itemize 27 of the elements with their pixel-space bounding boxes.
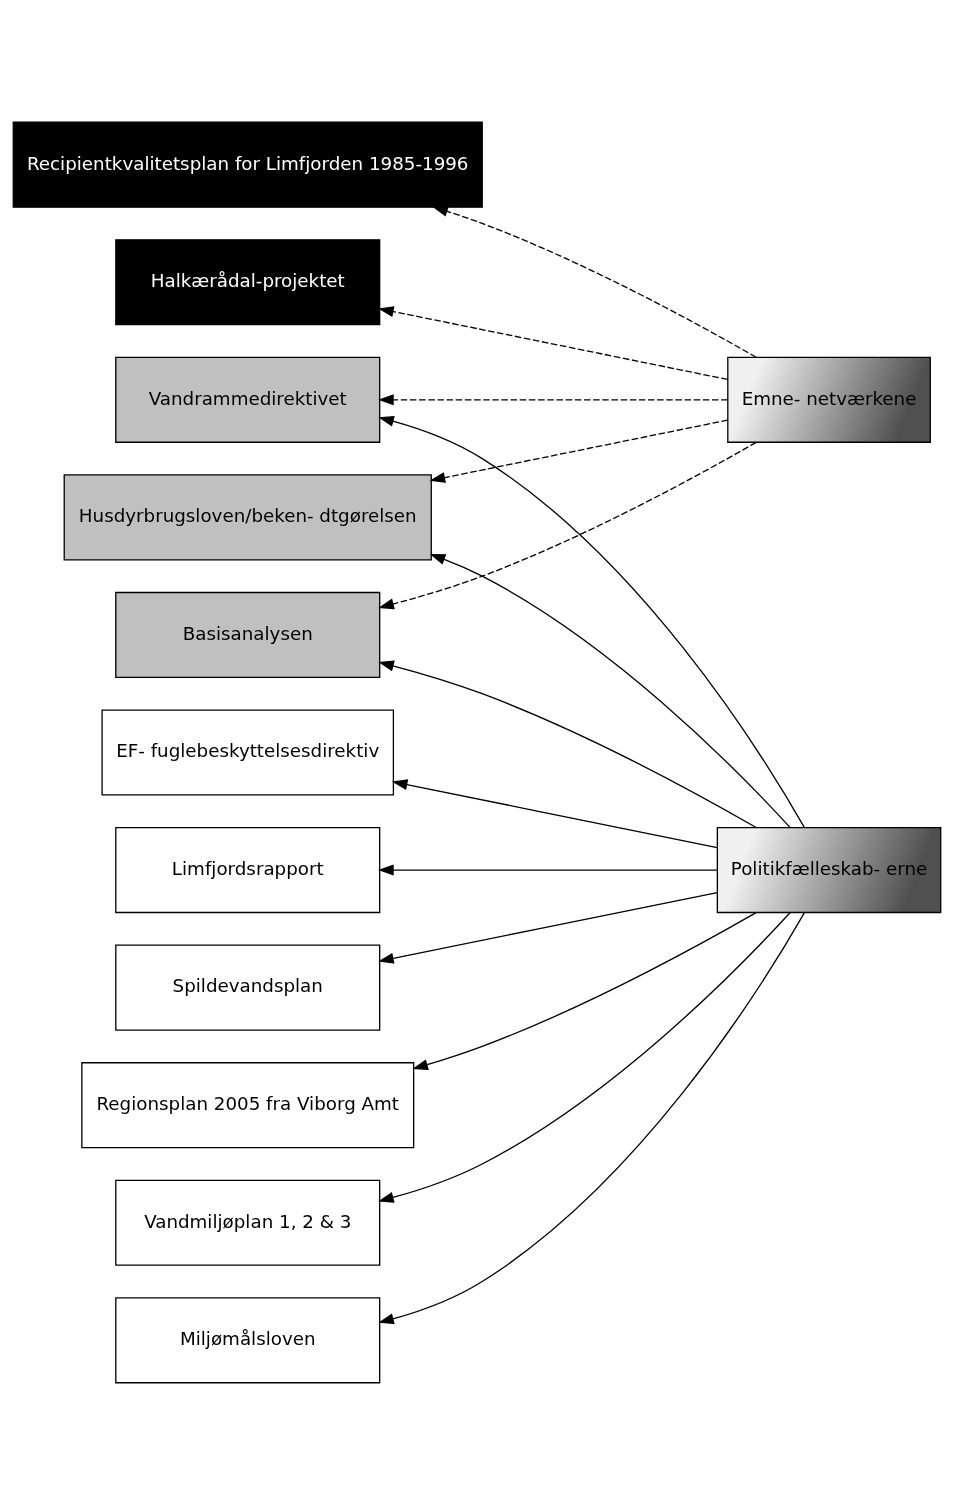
node-box: EF- fuglebeskyttelsesdirektiv	[101, 708, 395, 796]
arrow	[412, 911, 757, 1070]
arrow	[429, 553, 791, 828]
arrow	[432, 205, 757, 358]
node-box: Basisanalysen	[115, 591, 381, 678]
arrow	[391, 778, 718, 848]
node-box: Emne- netværkene	[727, 356, 931, 443]
node-box: Miljømålsloven	[115, 1296, 381, 1383]
node-box: Husdyrbrugsloven/beken- dtgørelsen	[63, 473, 432, 560]
node-box: Halkærådal-projektet	[115, 238, 381, 325]
arrow	[378, 911, 806, 1324]
node-box: Vandrammedirektivet	[115, 356, 381, 443]
arrow	[378, 660, 757, 828]
arrow	[429, 419, 729, 483]
arrow	[378, 911, 791, 1203]
arrow	[378, 415, 806, 828]
arrow	[378, 891, 718, 964]
arrow	[378, 393, 729, 405]
arrow	[378, 441, 757, 609]
node-box: Vandmiljøplan 1, 2 & 3	[115, 1179, 381, 1266]
node-box: Limfjordsrapport	[115, 826, 381, 913]
arrow	[378, 305, 729, 380]
node-box: Politikfælleskab- erne	[716, 826, 942, 913]
node-box: Recipientkvalitetsplan for Limfjorden 1985-1996	[12, 121, 483, 208]
node-box: Spildevandsplan	[115, 944, 381, 1031]
node-box: Regionsplan 2005 fra Viborg Amt	[81, 1061, 415, 1148]
arrow	[378, 864, 718, 876]
